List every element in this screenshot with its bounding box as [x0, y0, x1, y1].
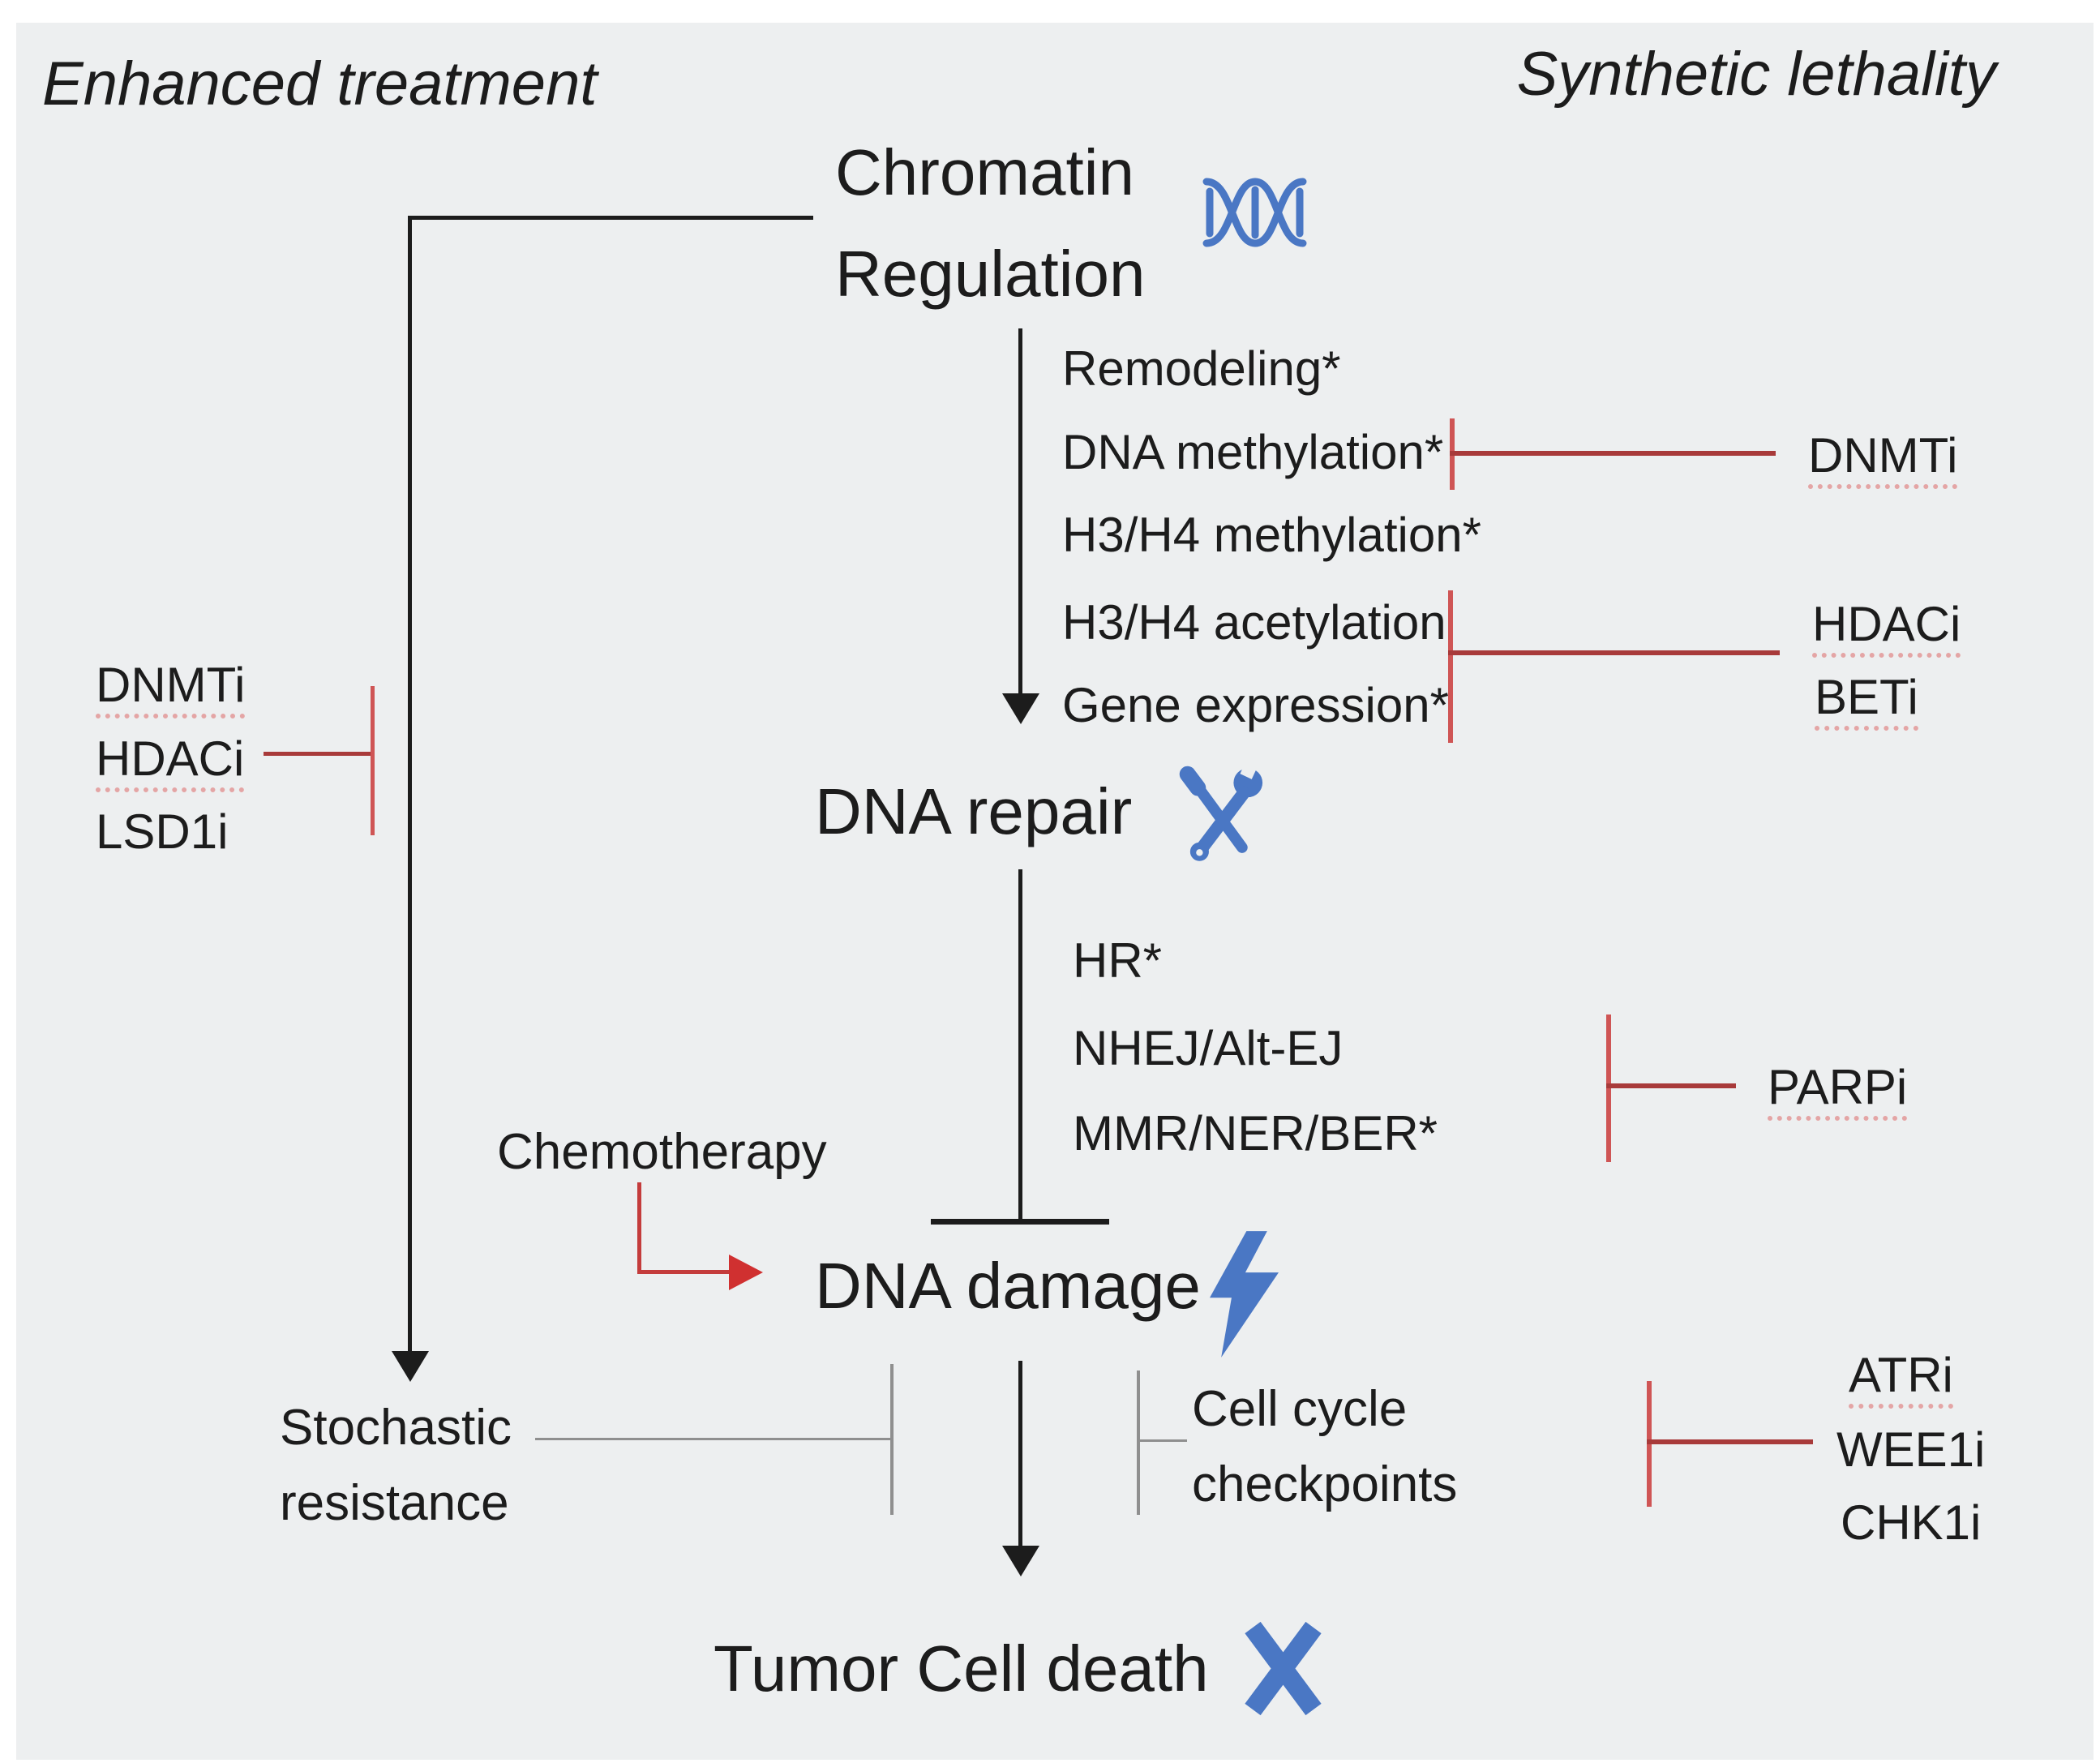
inhibition-stochastic-head: [890, 1364, 894, 1515]
chemo-arrow-vertical: [637, 1182, 641, 1274]
chemo-arrowhead: [729, 1255, 763, 1290]
header-synthetic-lethality: Synthetic lethality: [1516, 40, 1996, 109]
chemo-arrow-horizontal: [637, 1270, 731, 1274]
label-inhibitor-hdaci: HDACi: [1812, 596, 1961, 658]
label-inhibitor-wee1i: WEE1i: [1836, 1422, 1986, 1477]
list-item-remodeling: Remodeling*: [1062, 341, 1341, 396]
inhibition-left-group-line: [264, 752, 373, 756]
label-left-lsd1i: LSD1i: [96, 804, 229, 859]
list-item-dna-methylation: DNA methylation*: [1062, 425, 1444, 479]
label-inhibitor-dnmti: DNMTi: [1808, 427, 1958, 489]
inhibition-left-group-head: [371, 686, 375, 835]
inhibition-stochastic-line: [535, 1438, 892, 1440]
arrowhead-to-stochastic: [392, 1351, 429, 1382]
node-dna-damage: DNA damage: [815, 1250, 1201, 1322]
label-left-dnmti: DNMTi: [96, 657, 246, 718]
tools-icon: [1179, 755, 1263, 861]
lightning-icon: [1210, 1231, 1279, 1358]
node-stochastic-line1: Stochastic: [280, 1400, 512, 1456]
label-inhibitor-beti: BETi: [1815, 669, 1918, 731]
list-item-gene-expression: Gene expression*: [1062, 678, 1449, 732]
arrow-damage-to-death-line: [1018, 1361, 1022, 1547]
node-dna-repair: DNA repair: [815, 775, 1133, 847]
node-chromatin-regulation: Chromatin Regulation: [835, 122, 1146, 324]
elbow-chromatin-to-stochastic-horizontal: [408, 216, 813, 220]
list-item-hr: HR*: [1073, 933, 1163, 988]
inhibition-repair-to-damage-head: [931, 1219, 1109, 1225]
inhibition-checkpoints-line: [1138, 1439, 1187, 1442]
inhibition-bar-parpi-head: [1606, 1014, 1611, 1162]
arrowhead-to-death: [1002, 1546, 1039, 1576]
inhibition-bar-hdaci-beti-line: [1448, 650, 1780, 655]
inhibition-repair-to-damage-line: [1018, 869, 1022, 1220]
elbow-chromatin-to-stochastic-vertical: [408, 216, 412, 1353]
node-checkpoints-line1: Cell cycle: [1192, 1381, 1408, 1437]
arrow-chromatin-to-repair-line: [1018, 328, 1022, 695]
label-inhibitor-chk1i: CHK1i: [1841, 1495, 1982, 1550]
inhibition-bar-parpi-line: [1606, 1083, 1736, 1088]
inhibition-bar-hdaci-beti-head: [1448, 590, 1453, 743]
inhibition-bar-checkpoint-line: [1647, 1439, 1813, 1444]
inhibition-checkpoints-head: [1137, 1371, 1140, 1515]
list-item-h3h4-acetylation: H3/H4 acetylation: [1062, 595, 1446, 650]
node-checkpoints-line2: checkpoints: [1192, 1456, 1458, 1512]
header-enhanced-treatment: Enhanced treatment: [42, 49, 598, 118]
list-item-mmr-ner-ber: MMR/NER/BER*: [1073, 1106, 1438, 1160]
label-inhibitor-parpi: PARPi: [1768, 1059, 1908, 1121]
list-item-nhej: NHEJ/Alt-EJ: [1073, 1021, 1344, 1075]
list-item-h3h4-methylation: H3/H4 methylation*: [1062, 508, 1481, 562]
label-inhibitor-atri: ATRi: [1849, 1347, 1953, 1409]
chromatin-line2: Regulation: [835, 238, 1146, 310]
node-stochastic-line2: resistance: [280, 1475, 509, 1531]
node-tumor-cell-death: Tumor Cell death: [714, 1632, 1209, 1705]
node-chemotherapy: Chemotherapy: [497, 1124, 827, 1180]
diagram-background: [16, 23, 2094, 1760]
dna-helix-icon: [1202, 178, 1307, 247]
inhibition-bar-dnmti-line: [1450, 451, 1776, 456]
arrowhead-to-repair: [1002, 693, 1039, 724]
x-mark-icon: [1245, 1621, 1322, 1716]
chromatin-line1: Chromatin: [835, 136, 1135, 208]
label-left-hdaci: HDACi: [96, 731, 245, 792]
